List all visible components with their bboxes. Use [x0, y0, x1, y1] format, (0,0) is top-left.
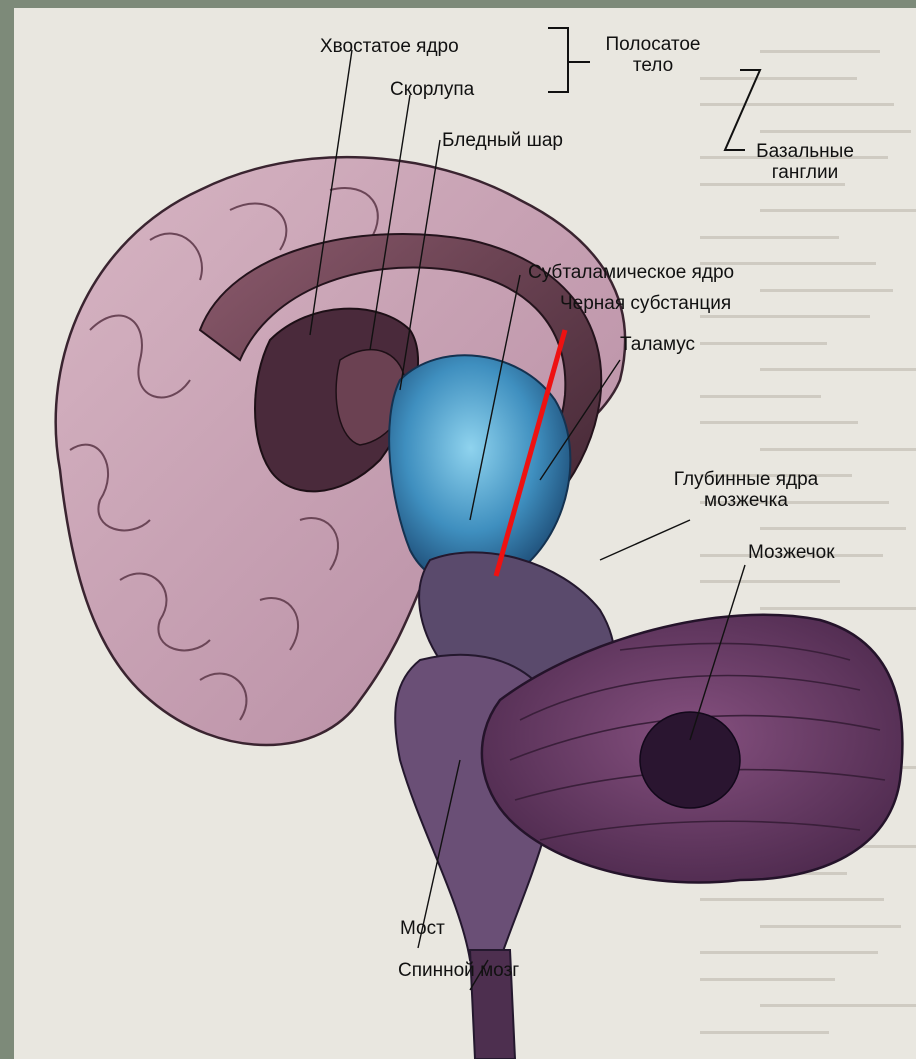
- label-deep-cerebellar-nuclei: Глубинные ядра мозжечка: [666, 469, 826, 511]
- basal-ganglia-bracket: [725, 70, 760, 150]
- label-caudate-nucleus: Хвостатое ядро: [320, 36, 459, 57]
- label-putamen: Скорлупа: [390, 79, 474, 100]
- label-deep-nuclei-line2: мозжечка: [666, 490, 826, 511]
- label-basal-ganglia: Базальные ганглии: [750, 141, 860, 183]
- label-pons: Мост: [400, 918, 445, 939]
- label-striatum: Полосатое тело: [598, 34, 708, 76]
- deep-cerebellar-nuclei-shape: [640, 712, 740, 808]
- label-deep-nuclei-line1: Глубинные ядра: [666, 469, 826, 490]
- label-basal-ganglia-line1: Базальные: [750, 141, 860, 162]
- label-subthalamic-nucleus: Субталамическое ядро: [528, 262, 734, 283]
- label-thalamus: Таламус: [620, 334, 695, 355]
- label-spinal-cord: Спинной мозг: [398, 960, 519, 981]
- striatum-bracket: [548, 28, 568, 92]
- label-basal-ganglia-line2: ганглии: [750, 162, 860, 183]
- label-cerebellum: Мозжечок: [748, 542, 835, 563]
- label-globus-pallidus: Бледный шар: [442, 130, 563, 151]
- label-striatum-line2: тело: [598, 55, 708, 76]
- label-striatum-line1: Полосатое: [598, 34, 708, 55]
- label-substantia-nigra: Черная субстанция: [560, 293, 731, 314]
